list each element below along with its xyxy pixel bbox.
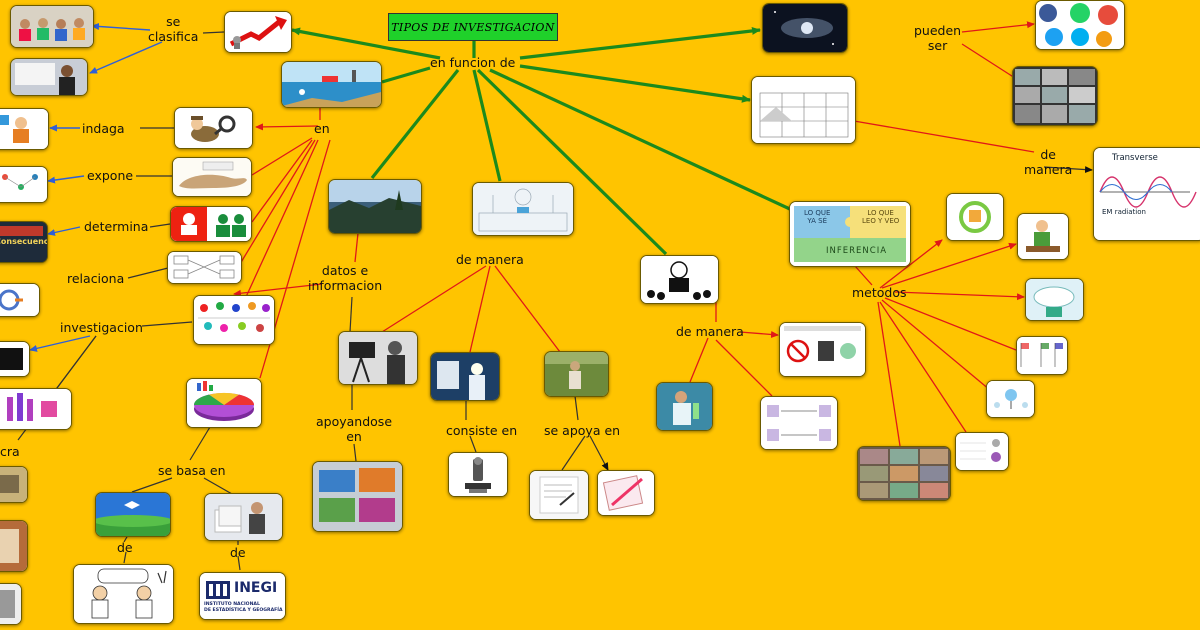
non-experimental-slide-image	[779, 322, 866, 377]
growth-arrow-image	[224, 11, 292, 53]
relation-diagram-image	[167, 251, 242, 284]
small-photo-1	[0, 466, 28, 503]
label-cra: cra	[0, 444, 20, 459]
puzzle-text-inferencia: INFERENCIA	[826, 246, 888, 256]
dark-chart-image	[0, 341, 30, 377]
lake-landscape-image	[328, 179, 422, 234]
camera-crew-image	[338, 331, 418, 385]
cartoon-scientists-image	[73, 564, 174, 624]
laboratory-illustration-image	[472, 182, 574, 236]
researcher-papers-image	[204, 493, 283, 541]
experiment-slide-image	[760, 396, 838, 450]
label-de-1: de	[117, 540, 133, 555]
research-types-table-image	[751, 76, 856, 144]
edge-to-inferencia	[489, 68, 793, 212]
ocean-diagram-image	[281, 61, 382, 108]
edge-to-crowd	[476, 68, 668, 256]
label-indaga: indaga	[82, 121, 125, 136]
label-de-2: de	[230, 545, 246, 560]
map-title: TIPOS DE INVESTIGACION	[388, 13, 558, 41]
inegi-logo-subtitle: INSTITUTO NACIONAL DE ESTADÍSTICA Y GEOG…	[204, 602, 283, 613]
galaxy-image	[762, 3, 848, 53]
classroom-image	[10, 5, 94, 48]
crowd-cartoon-image	[640, 255, 719, 304]
label-se-clasifica: se clasifica	[148, 14, 199, 44]
faces-diagram-image	[955, 432, 1009, 471]
inegi-logo-text: INEGI	[234, 580, 278, 596]
label-pueden-ser: pueden ser	[914, 23, 962, 53]
notebook-pen-image	[597, 470, 655, 516]
student-studying-image	[1017, 213, 1069, 260]
inegi-logo-image: INEGI INSTITUTO NACIONAL DE ESTADÍSTICA …	[199, 572, 286, 620]
label-se-apoya-en: se apoya en	[544, 423, 621, 438]
consecuencia-text: Consecuencia	[0, 237, 47, 246]
microscope-scientist-image	[430, 352, 500, 401]
circle-arrow-image	[0, 283, 40, 317]
diagram-scribble-image	[0, 166, 48, 203]
puzzle-text-leo-y-veo: LO QUE LEO Y VEO	[862, 209, 900, 225]
lightbulb-diagram-image	[986, 380, 1035, 418]
pie-chart-image	[186, 378, 262, 428]
field-worker-image	[544, 351, 609, 397]
inferencia-puzzle-image: LO QUE YA SÉ LO QUE LEO Y VEO INFERENCIA	[789, 201, 911, 267]
books-image	[312, 461, 403, 532]
label-se-basa-en: se basa en	[158, 463, 226, 478]
edge-to-pyramid	[519, 64, 751, 103]
detective-image	[174, 107, 253, 149]
edge-to-clasifica	[291, 27, 441, 60]
research-infographic-image	[193, 295, 275, 345]
landscape-wallpaper-image	[95, 492, 171, 537]
small-photo-2	[0, 520, 28, 572]
flags-diagram-image	[1016, 336, 1068, 375]
cartoon-people-image	[0, 108, 49, 150]
consecuencia-image: Consecuencia	[0, 221, 48, 263]
label-en: en	[314, 121, 330, 136]
puzzle-text-ya-se: LO QUE YA SÉ	[804, 209, 831, 225]
edge-to-lab	[472, 69, 502, 182]
label-consiste-en: consiste en	[446, 423, 518, 438]
photo-collage-image	[857, 446, 951, 501]
animal-exhibit-image	[172, 157, 252, 197]
edge-to-galaxy	[519, 26, 761, 60]
wave-text-em-radiation: EM radiation	[1102, 208, 1146, 216]
microscope-image	[448, 452, 508, 497]
transverse-wave-image: Transverse EM radiation	[1093, 147, 1200, 241]
photo-grid-image	[1012, 66, 1098, 126]
label-expone: expone	[87, 168, 134, 183]
label-determina: determina	[84, 219, 149, 234]
writing-hand-image	[529, 470, 589, 520]
cycle-diagram-image	[946, 193, 1004, 241]
hands-gestures-image	[0, 388, 72, 430]
label-de-manera-2: de manera	[676, 324, 744, 339]
label-apoyandose-en: apoyandose en	[316, 414, 393, 444]
teacher-image	[10, 58, 88, 96]
label-metodos: metodos	[852, 285, 907, 300]
label-de-manera-3: de manera	[1024, 147, 1073, 177]
small-photo-3	[0, 583, 22, 625]
edge-to-sea	[381, 66, 431, 84]
thinking-cloud-image	[1025, 278, 1084, 321]
edge-to-landscape	[370, 69, 460, 179]
wave-text-transverse: Transverse	[1112, 153, 1158, 163]
label-datos-informacion: datos e informacion	[308, 263, 383, 293]
social-icons-image	[1035, 0, 1125, 50]
lab-technician-image	[656, 382, 713, 431]
label-relaciona: relaciona	[67, 271, 125, 286]
label-investigacion: investigacion	[60, 320, 143, 335]
label-en-funcion-de: en funcion de	[430, 55, 516, 70]
people-icons-image	[170, 206, 252, 242]
label-de-manera-1: de manera	[456, 252, 524, 267]
